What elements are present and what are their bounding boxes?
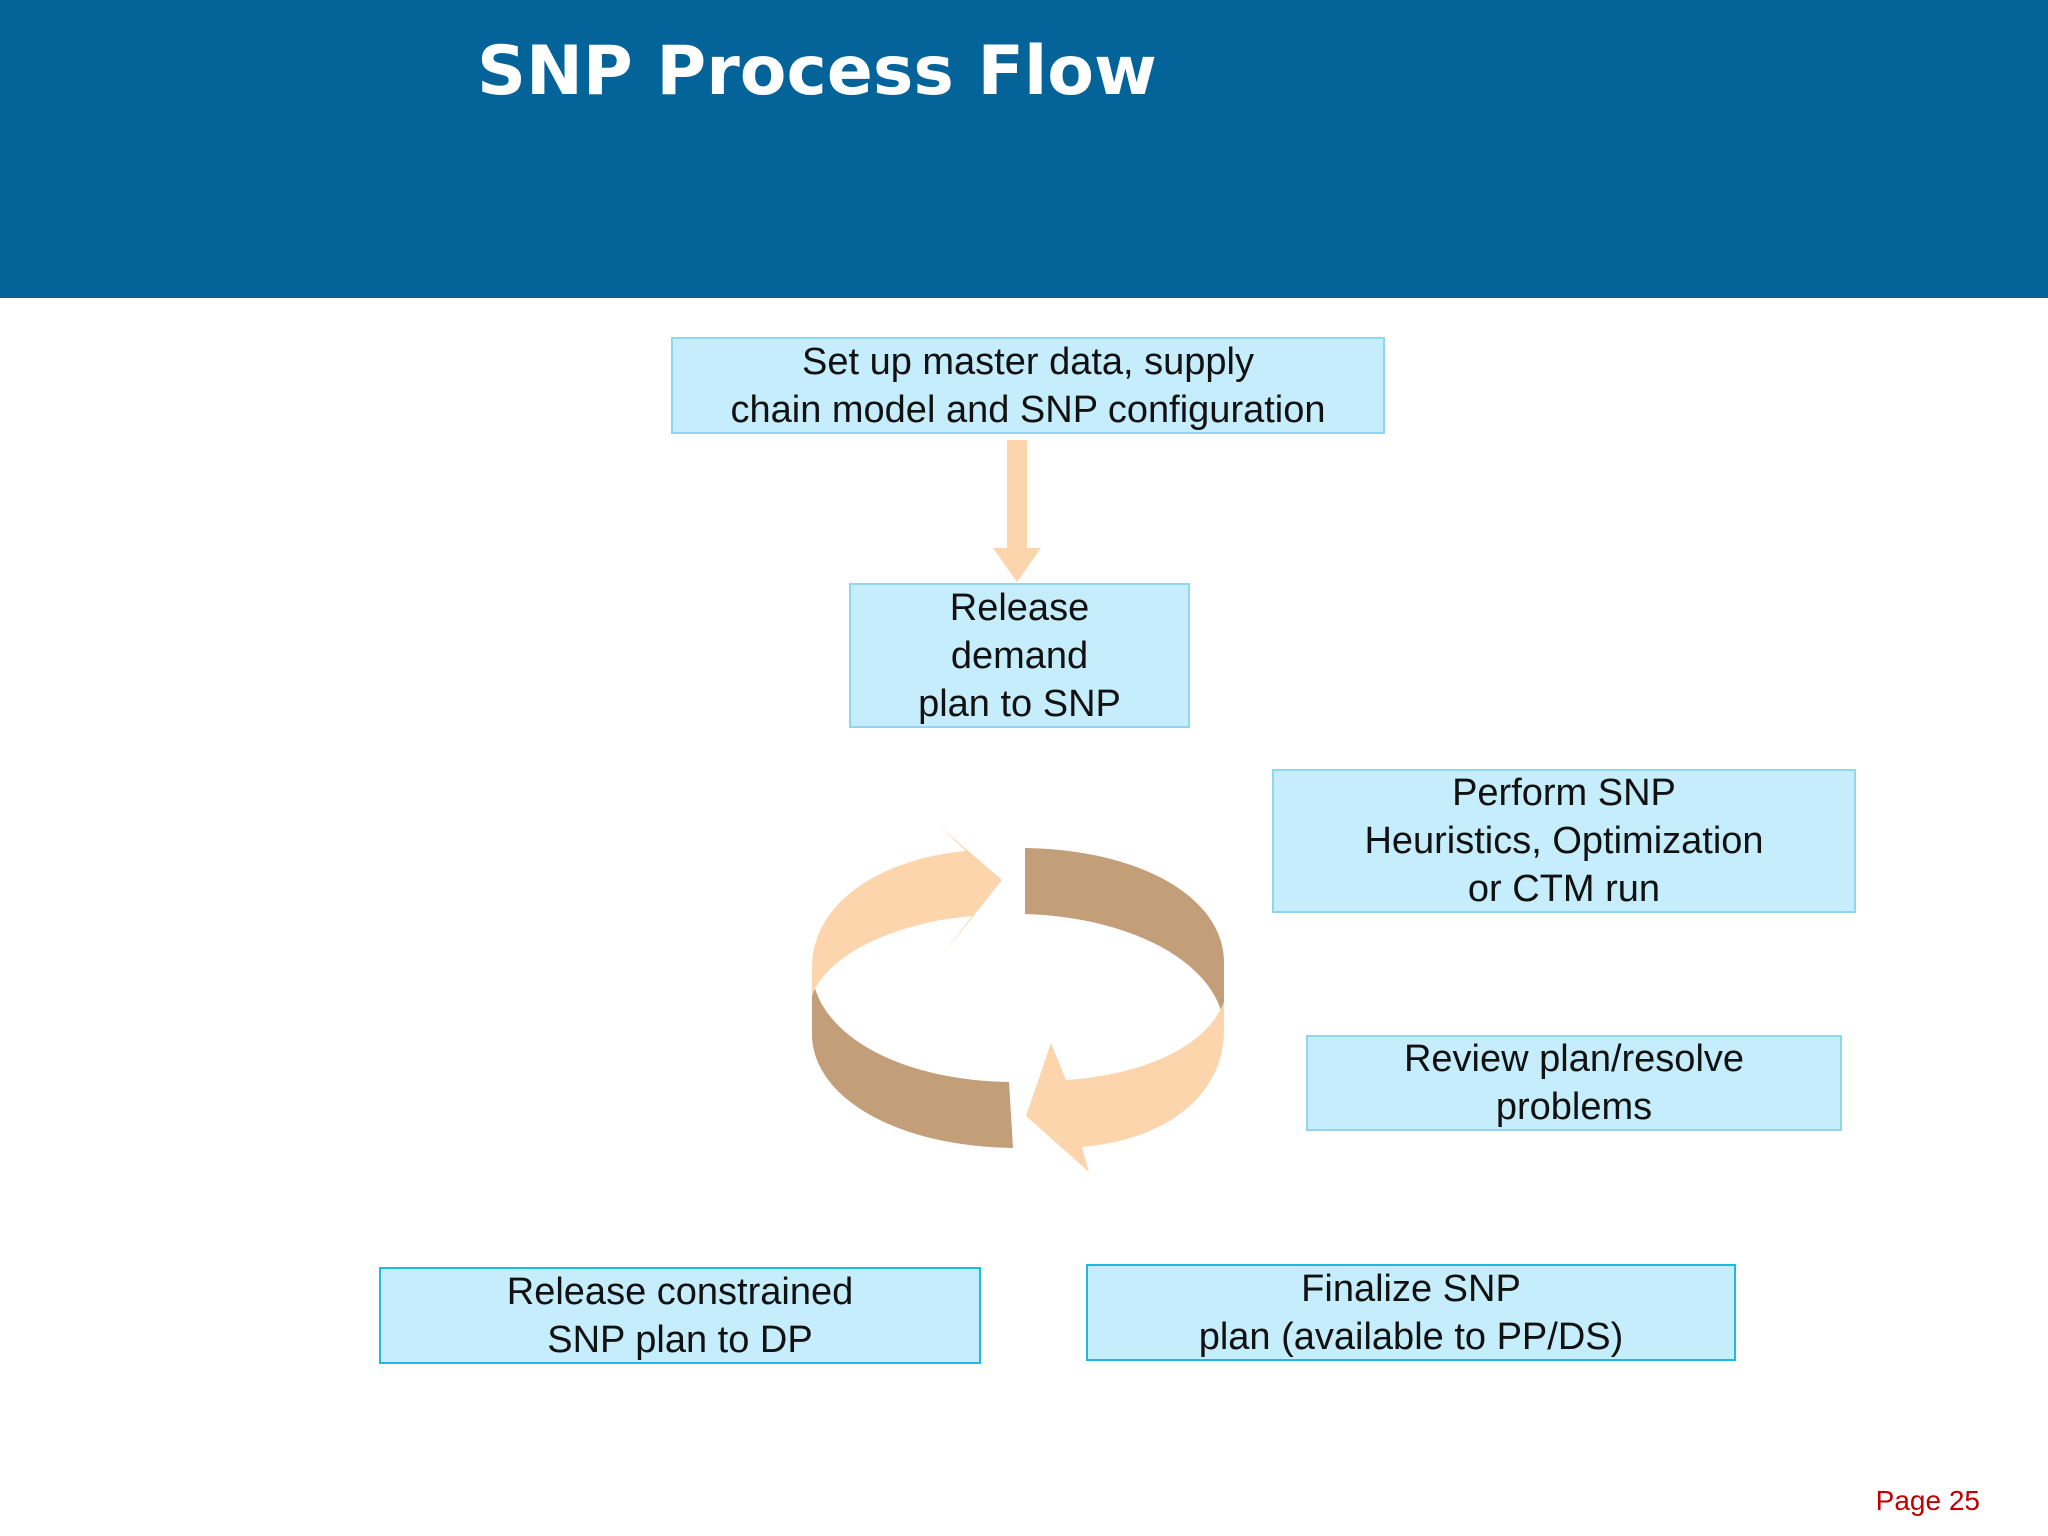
slide-title: SNP Process Flow bbox=[477, 32, 1157, 111]
step-finalize-text: Finalize SNP plan (available to PP/DS) bbox=[1198, 1267, 1624, 1358]
step-setup-text: Set up master data, supply chain model a… bbox=[730, 340, 1326, 431]
step-perform-text: Perform SNP Heuristics, Optimization or … bbox=[1364, 772, 1764, 910]
step-constrained-text: Release constrained SNP plan to DP bbox=[506, 1270, 854, 1361]
cycle-arrow-bottom-left-band bbox=[812, 968, 1013, 1148]
cycle-arrows bbox=[812, 824, 1224, 1172]
cycle-arrow-top-left-arrow bbox=[812, 824, 1002, 996]
step-review-text: Review plan/resolve problems bbox=[1403, 1038, 1745, 1128]
step-finalize-snp-plan: Finalize SNP plan (available to PP/DS) bbox=[1086, 1264, 1736, 1361]
cycle-arrow-top-right-band bbox=[1025, 848, 1224, 1030]
step-perform-snp-run: Perform SNP Heuristics, Optimization or … bbox=[1272, 769, 1856, 913]
step-release-text: Release demand plan to SNP bbox=[918, 586, 1121, 725]
down-arrow-head bbox=[993, 548, 1041, 582]
down-arrow-shaft bbox=[1007, 440, 1027, 548]
step-setup-master-data: Set up master data, supply chain model a… bbox=[671, 337, 1385, 434]
page-number: Page 25 bbox=[1875, 1485, 1980, 1516]
header-band bbox=[0, 0, 2048, 298]
cycle-arrow-bottom-right-arrow bbox=[1026, 1002, 1224, 1172]
step-review-plan: Review plan/resolve problems bbox=[1306, 1035, 1842, 1131]
down-arrow-setup-to-release bbox=[993, 440, 1041, 582]
step-release-constrained-plan: Release constrained SNP plan to DP bbox=[379, 1267, 981, 1364]
step-release-demand-plan: Release demand plan to SNP bbox=[849, 583, 1190, 728]
